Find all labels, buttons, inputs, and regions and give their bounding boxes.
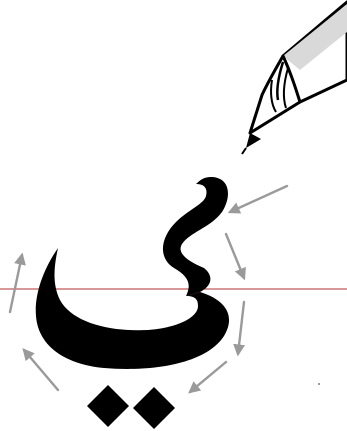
ink-speck <box>318 383 320 385</box>
stroke-direction-arrow-icon <box>10 255 22 312</box>
stroke-direction-arrow-icon <box>238 302 244 354</box>
stroke-direction-arrow-icon <box>24 350 58 390</box>
stroke-direction-arrow-icon <box>230 186 287 212</box>
diamond-dot-icon <box>133 387 175 429</box>
pencil-icon <box>242 2 347 154</box>
stroke-direction-arrow-icon <box>190 362 226 392</box>
stroke-direction-arrow-icon <box>226 234 244 278</box>
letter-yaa-glyph <box>36 177 229 369</box>
diamond-dot-icon <box>87 385 129 427</box>
